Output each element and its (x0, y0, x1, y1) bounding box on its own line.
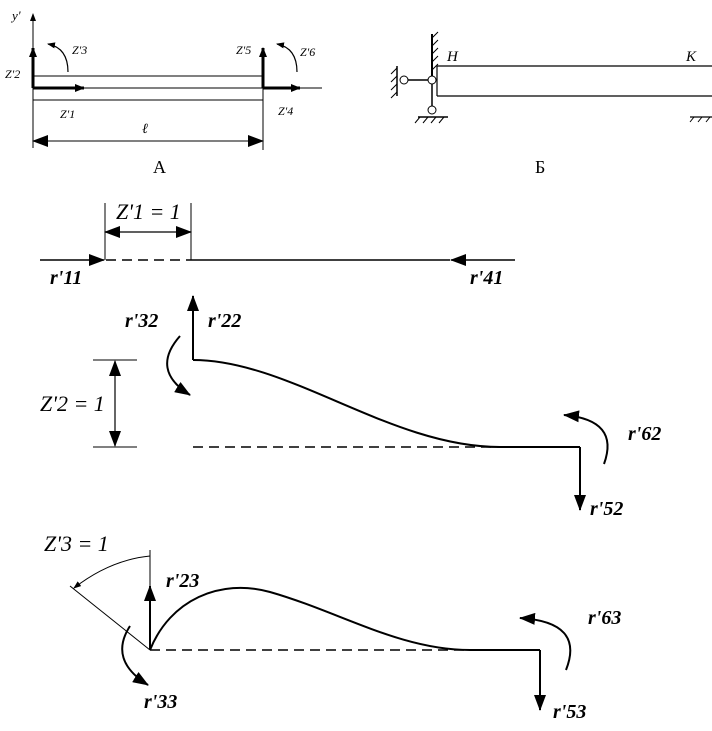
panel-a-caption: А (153, 157, 166, 177)
node-h-label: H (446, 49, 459, 65)
z4-label: Z'4 (278, 104, 293, 118)
r33-moment-arrow (121, 625, 149, 686)
z6-label: Z'6 (300, 45, 315, 59)
case3-rotated-line (69, 585, 151, 651)
case-3: Z'3 = 1 r'23 r'33 r'63 r'53 (44, 531, 621, 723)
r22-label: r'22 (208, 310, 241, 332)
panel-b-caption: Б (535, 157, 545, 177)
case3-deformed-beam (149, 586, 540, 651)
case3-rotation-arc (73, 555, 151, 589)
r53-label: r'53 (553, 701, 586, 723)
z6-rotation-arrow (276, 42, 298, 73)
top-wall-hatch (431, 31, 439, 71)
bottom-ground-hatch (414, 116, 445, 124)
panel-b: H K Б (390, 31, 712, 177)
case2-deformed-beam (192, 359, 580, 448)
r11-label: r'11 (50, 267, 82, 289)
r23-label: r'23 (166, 570, 199, 592)
node-hinge (427, 75, 437, 85)
r32-label: r'32 (125, 310, 158, 332)
case1-displacement-label: Z'1 = 1 (116, 199, 181, 224)
z3-rotation-arrow (47, 42, 69, 73)
z1-label: Z'1 (60, 107, 75, 121)
panel-a: y' Z'2 Z'3 Z'1 Z'5 Z'6 Z'4 ℓ А (5, 8, 322, 177)
r63-label: r'63 (588, 607, 621, 629)
r62-moment-arrow (563, 410, 609, 465)
r52-label: r'52 (590, 498, 623, 520)
y-axis-label: y' (10, 8, 21, 23)
r62-label: r'62 (628, 423, 661, 445)
r33-label: r'33 (144, 691, 177, 713)
left-wall-hatch (390, 67, 398, 99)
r32-moment-arrow (166, 335, 191, 396)
length-label: ℓ (142, 122, 148, 137)
z3-label: Z'3 (72, 43, 87, 57)
bottom-hinge (427, 105, 437, 115)
case3-displacement-label: Z'3 = 1 (44, 531, 109, 556)
right-ground-hatch (689, 116, 711, 123)
case2-displacement-label: Z'2 = 1 (40, 391, 105, 416)
node-k-label: K (685, 49, 697, 65)
left-hinge (399, 75, 409, 85)
r41-label: r'41 (470, 267, 503, 289)
z5-label: Z'5 (236, 43, 251, 57)
r63-moment-arrow (519, 612, 572, 671)
case-2: Z'2 = 1 r'32 r'22 r'62 r'52 (40, 295, 661, 520)
case-1: Z'1 = 1 r'11 r'41 (40, 199, 515, 289)
z2-label: Z'2 (5, 67, 20, 81)
